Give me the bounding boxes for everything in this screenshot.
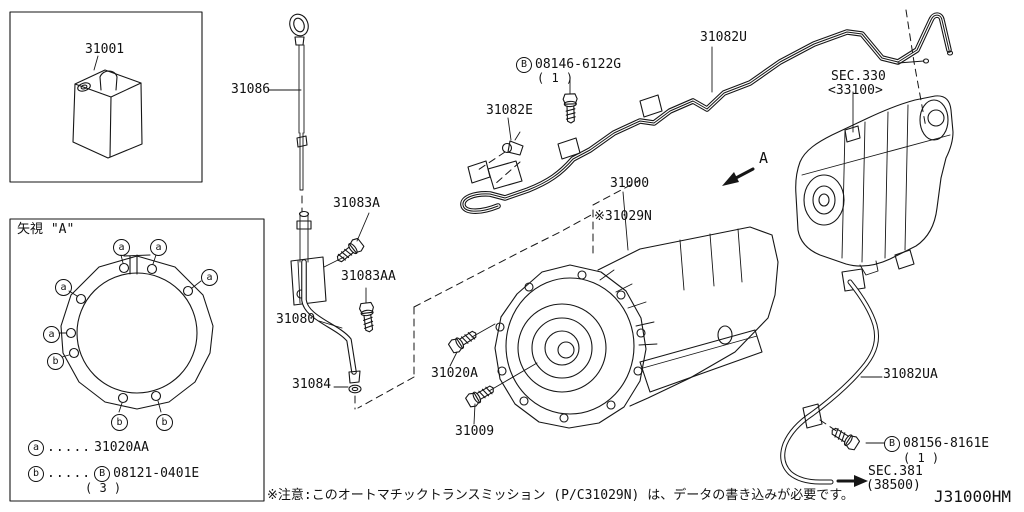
bolt-qty-08146: ( 1 ) — [537, 71, 574, 85]
legend-row-a: a ..... 31020AA — [28, 440, 149, 456]
section-ref-sec381: (38500) — [866, 478, 921, 493]
section-label-sec381: SEC.381 — [868, 464, 923, 479]
bolt-31009 — [464, 381, 498, 410]
section-label-sec330: SEC.330 — [831, 69, 886, 84]
part-label-31082U: 31082U — [700, 30, 747, 45]
flange-marker-a: a — [150, 239, 167, 256]
view-direction-letter: A — [759, 149, 769, 167]
flange-marker-b: b — [111, 414, 128, 431]
flange-marker-b: b — [47, 353, 64, 370]
transmission-drawing — [494, 226, 779, 429]
view-a-title: 矢視 "A" — [17, 222, 75, 237]
fluid-can-drawing — [72, 55, 143, 159]
part-label-31000: 31000 — [610, 176, 650, 191]
part-label-31029N: ※31029N — [594, 209, 652, 224]
dipstick-drawing — [289, 13, 309, 213]
drawing-code: J31000HM — [934, 487, 1012, 506]
part-label-31020A: 31020A — [431, 366, 478, 381]
legend-part-number: 08121-0401E — [113, 466, 200, 481]
circled-b-icon: B — [884, 436, 900, 452]
sec381-arrow — [836, 475, 868, 487]
legend-row-b: b ..... B 08121-0401E — [28, 466, 199, 482]
bolt-number: 08146-6122G — [535, 57, 622, 72]
legend-qty-b: ( 3 ) — [85, 481, 122, 495]
flange-marker-a: a — [113, 239, 130, 256]
flange-marker-a: a — [55, 279, 72, 296]
bolt-qty-08156: ( 1 ) — [903, 451, 940, 465]
bolt-31083AA — [358, 301, 377, 334]
filler-tube-drawing — [290, 210, 362, 410]
bolt-number: 08156-8161E — [903, 436, 990, 451]
section-ref-sec330: <33100> — [828, 83, 883, 98]
view-direction-arrow — [722, 167, 755, 186]
leader-lines — [267, 46, 885, 444]
legend-marker-a: a — [28, 440, 44, 456]
view-a-flange-drawing — [58, 254, 214, 413]
tube-assembly-31082U-drawing — [460, 12, 954, 214]
part-label-31001: 31001 — [85, 42, 125, 57]
inset-box-fluid — [9, 11, 203, 183]
part-label-31084: 31084 — [292, 377, 332, 392]
legend-part-number: 31020AA — [94, 440, 149, 455]
flange-marker-a: a — [201, 269, 218, 286]
flange-marker-a: a — [43, 326, 60, 343]
legend-marker-b: b — [28, 466, 44, 482]
part-label-31083A: 31083A — [333, 196, 380, 211]
legend-dots: ..... — [47, 466, 92, 481]
part-label-31083AA: 31083AA — [341, 269, 396, 284]
legend-dots: ..... — [47, 440, 92, 455]
connector-31082E-drawing — [501, 131, 524, 156]
bolt-31083A — [333, 236, 366, 267]
footer-note: ※注意:このオートマチックトランスミッション (P/C31029N) は、データ… — [267, 488, 854, 503]
circled-b-icon: B — [94, 466, 111, 482]
part-label-31086: 31086 — [231, 82, 271, 97]
circled-b-icon: B — [516, 57, 532, 73]
dashed-reference-lines — [357, 9, 927, 409]
inset-box-view-a — [9, 218, 265, 502]
part-label-31082E: 31082E — [486, 103, 533, 118]
flange-marker-b: b — [156, 414, 173, 431]
bolt-08146 — [562, 93, 579, 124]
part-label-31080: 31080 — [276, 312, 316, 327]
transfer-case-drawing — [795, 95, 954, 276]
part-label-31082UA: 31082UA — [883, 367, 938, 382]
bolt-31020A — [446, 326, 481, 356]
hose-31082UA-drawing — [780, 268, 880, 485]
part-label-31009: 31009 — [455, 424, 495, 439]
